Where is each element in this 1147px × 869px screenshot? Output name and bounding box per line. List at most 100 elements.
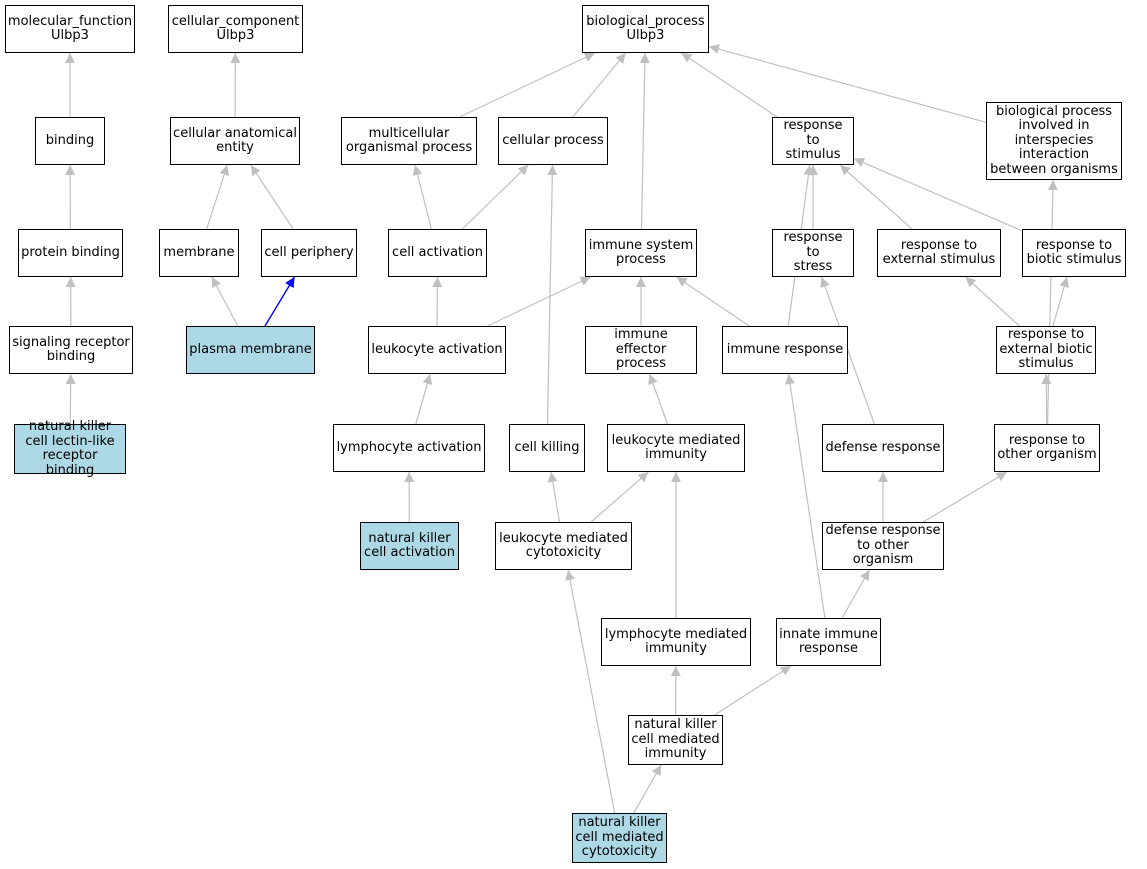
go-term-label: multicellular organismal process (345, 125, 473, 155)
go-term-label: cell killing (514, 439, 580, 455)
go-term-node-mop[interactable]: multicellular organismal process (341, 117, 477, 165)
edge-res-to-rts (839, 164, 913, 230)
edge-cact-to-mop (412, 164, 432, 230)
edge-pm-to-membrane (211, 276, 239, 327)
go-term-node-bp[interactable]: biological_process Ulbp3 (582, 5, 709, 53)
edge-lyact-to-lact (415, 373, 433, 425)
go-term-node-rbs[interactable]: response to biotic stimulus (1022, 229, 1126, 277)
go-term-node-binding[interactable]: binding (35, 117, 105, 165)
edge-rebs-to-res (965, 276, 1020, 327)
go-term-node-iep[interactable]: immune effector process (585, 326, 697, 374)
edge-cperiph-to-cae (250, 164, 294, 230)
go-term-label: binding (45, 132, 95, 148)
go-term-label: lymphocyte mediated immunity (604, 626, 748, 656)
go-term-label: plasma membrane (189, 341, 312, 357)
edge-ir-to-isp (676, 276, 750, 327)
go-term-node-ck[interactable]: cell killing (509, 424, 585, 472)
go-term-label: natural killer cell mediated immunity (631, 717, 720, 762)
go-term-node-rebs[interactable]: response to external biotic stimulus (996, 326, 1096, 374)
go-term-node-rts[interactable]: response to stimulus (772, 117, 854, 165)
edge-rtoo-to-rebs (1041, 373, 1052, 425)
go-term-node-iir[interactable]: innate immune response (776, 618, 881, 666)
edge-rts-to-bp (681, 52, 778, 118)
go-term-node-nkca[interactable]: natural killer cell activation (360, 522, 459, 570)
go-term-label: leukocyte activation (371, 341, 503, 357)
go-term-label: cell periphery (264, 244, 354, 260)
go-term-node-mf[interactable]: molecular_function Ulbp3 (5, 5, 135, 53)
go-term-node-lymi[interactable]: lymphocyte mediated immunity (601, 618, 751, 666)
edge-nkcmc-to-nkcmi (633, 764, 662, 814)
edge-nkcmc-to-lmc (565, 569, 616, 814)
edge-lmc-to-lmi (590, 471, 649, 523)
go-term-label: biological_process Ulbp3 (586, 13, 705, 43)
go-term-node-pm[interactable]: plasma membrane (186, 326, 315, 374)
go-term-label: response to external biotic stimulus (999, 327, 1093, 372)
go-term-label: leukocyte mediated immunity (611, 432, 741, 462)
go-term-label: defense response (825, 439, 941, 455)
edge-mop-to-bp (459, 52, 596, 118)
go-term-node-pb[interactable]: protein binding (18, 229, 123, 277)
go-term-label: response to external stimulus (882, 237, 996, 267)
go-term-node-srb[interactable]: signaling receptor binding (9, 326, 133, 374)
edge-isp-to-bp (639, 52, 650, 230)
edge-nkclrb-to-srb (65, 373, 76, 425)
edge-rbs-to-rts (853, 157, 1023, 232)
go-term-node-cc[interactable]: cellular_component Ulbp3 (168, 5, 303, 53)
go-term-label: immune response (726, 341, 844, 357)
go-term-node-bpii[interactable]: biological process involved in interspec… (986, 102, 1122, 180)
go-term-label: response to stimulus (783, 118, 843, 163)
go-term-node-nkcmc[interactable]: natural killer cell mediated cytotoxicit… (572, 813, 667, 863)
go-term-node-cperiph[interactable]: cell periphery (261, 229, 357, 277)
go-term-node-dr[interactable]: defense response (822, 424, 944, 472)
go-term-node-rstress[interactable]: response to stress (772, 229, 854, 277)
edge-cp-to-bp (572, 52, 627, 118)
go-term-label: defense response to other organism (825, 523, 941, 568)
go-term-node-isp[interactable]: immune system process (585, 229, 697, 277)
go-term-node-lmi[interactable]: leukocyte mediated immunity (607, 424, 745, 472)
go-term-node-nkcmi[interactable]: natural killer cell mediated immunity (628, 715, 723, 765)
edge-nkcmi-to-iir (714, 665, 792, 716)
edge-rtoo-to-bpii (1046, 179, 1058, 425)
go-term-label: molecular_function Ulbp3 (7, 13, 133, 43)
go-term-label: immune system process (588, 237, 694, 267)
edge-pm-to-cperiph (264, 276, 296, 327)
edge-ck-to-cp (546, 164, 558, 425)
go-term-label: natural killer cell mediated cytotoxicit… (575, 815, 664, 860)
go-term-label: response to biotic stimulus (1026, 237, 1122, 267)
go-term-label: response to stress (783, 230, 843, 275)
go-term-node-res[interactable]: response to external stimulus (877, 229, 1001, 277)
edge-lmi-to-iep (648, 373, 668, 425)
go-term-node-rtoo[interactable]: response to other organism (994, 424, 1100, 472)
go-term-node-cact[interactable]: cell activation (388, 229, 487, 277)
go-term-node-drtoo[interactable]: defense response to other organism (822, 522, 944, 570)
go-term-label: signaling receptor binding (12, 334, 130, 364)
go-term-node-lyact[interactable]: lymphocyte activation (333, 424, 485, 472)
go-term-label: protein binding (21, 244, 120, 260)
go-term-label: leukocyte mediated cytotoxicity (499, 530, 628, 560)
edge-rebs-to-rbs (1052, 276, 1070, 327)
go-term-label: cell activation (392, 244, 483, 260)
go-term-node-membrane[interactable]: membrane (159, 229, 239, 277)
go-term-label: natural killer cell activation (364, 530, 455, 560)
go-term-label: cellular_component Ulbp3 (171, 13, 300, 43)
go-term-node-nkclrb[interactable]: natural killer cell lectin-like receptor… (14, 419, 126, 477)
edge-lact-to-isp (487, 276, 591, 327)
go-term-node-cp[interactable]: cellular process (498, 117, 608, 165)
go-term-label: biological process involved in interspec… (990, 103, 1118, 177)
go-term-label: lymphocyte activation (336, 439, 482, 455)
go-term-node-cae[interactable]: cellular anatomical entity (170, 117, 300, 165)
go-term-node-lmc[interactable]: leukocyte mediated cytotoxicity (495, 522, 632, 570)
edge-dr-to-rstress (820, 276, 875, 425)
go-term-label: immune effector process (614, 327, 668, 372)
go-term-node-ir[interactable]: immune response (722, 326, 848, 374)
go-term-node-lact[interactable]: leukocyte activation (368, 326, 506, 374)
go-term-label: natural killer cell lectin-like receptor… (25, 419, 115, 478)
go-term-label: membrane (163, 244, 235, 260)
edge-lmc-to-ck (547, 471, 561, 523)
go-term-label: innate immune response (779, 626, 878, 656)
go-term-label: response to other organism (997, 432, 1097, 462)
edge-drtoo-to-rtoo (922, 471, 1008, 523)
edge-iir-to-ir (785, 373, 826, 619)
